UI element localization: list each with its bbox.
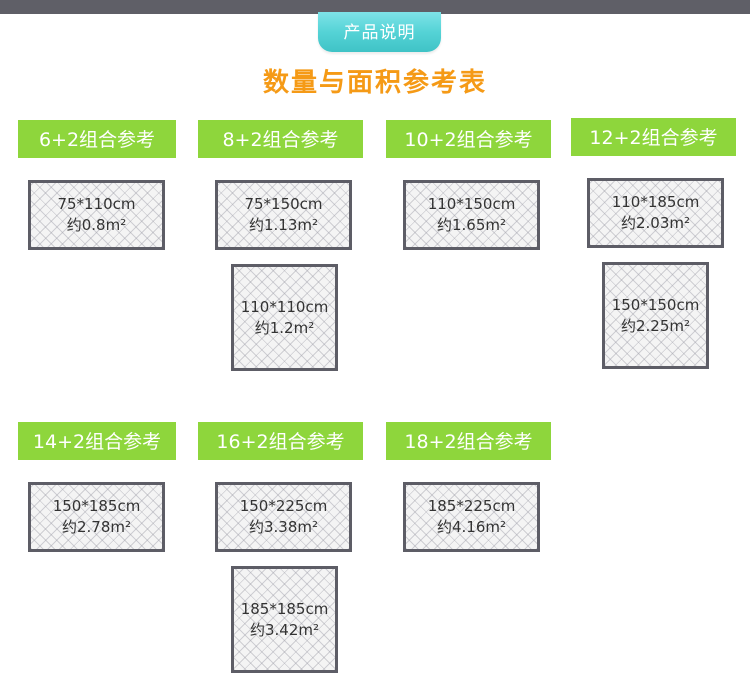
group-label-10-2: 10+2组合参考 [386,120,551,158]
group-label-18-2: 18+2组合参考 [386,422,551,460]
size-box: 185*185cm 约3.42m² [231,566,338,673]
area-text: 约2.78m² [61,518,132,536]
size-text: 185*185cm [240,599,329,618]
size-text: 150*150cm [611,295,700,314]
size-text: 185*225cm [427,497,516,515]
size-box: 110*185cm 约2.03m² [587,178,724,248]
size-box: 150*185cm 约2.78m² [28,482,165,552]
area-text: 约4.16m² [436,518,507,536]
size-text: 110*110cm [240,297,329,316]
size-box: 185*225cm 约4.16m² [403,482,540,552]
group-label-6-2: 6+2组合参考 [18,120,176,158]
top-bar [0,0,750,14]
size-box: 75*110cm 约0.8m² [28,180,165,250]
size-box: 110*150cm 约1.65m² [403,180,540,250]
size-box: 75*150cm 约1.13m² [215,180,352,250]
group-label-16-2: 16+2组合参考 [198,422,363,460]
size-text: 150*185cm [52,497,141,515]
size-text: 150*225cm [239,497,328,515]
area-text: 约3.42m² [249,620,320,639]
size-box: 150*225cm 约3.38m² [215,482,352,552]
product-description-tab: 产品说明 [318,12,441,52]
size-text: 75*150cm [244,195,323,213]
page-title: 数量与面积参考表 [262,68,487,98]
size-box: 110*110cm 约1.2m² [231,264,338,371]
group-label-12-2: 12+2组合参考 [571,118,736,156]
area-text: 约1.13m² [248,216,319,234]
size-text: 75*110cm [57,195,136,213]
area-text: 约3.38m² [248,518,319,536]
area-text: 约1.65m² [436,216,507,234]
area-text: 约0.8m² [66,216,127,234]
group-label-14-2: 14+2组合参考 [18,422,176,460]
group-label-8-2: 8+2组合参考 [198,120,363,158]
area-text: 约2.25m² [620,316,691,335]
area-text: 约1.2m² [254,318,315,337]
area-text: 约2.03m² [620,214,691,232]
size-box: 150*150cm 约2.25m² [602,262,709,369]
size-text: 110*185cm [611,193,700,211]
size-text: 110*150cm [427,195,516,213]
